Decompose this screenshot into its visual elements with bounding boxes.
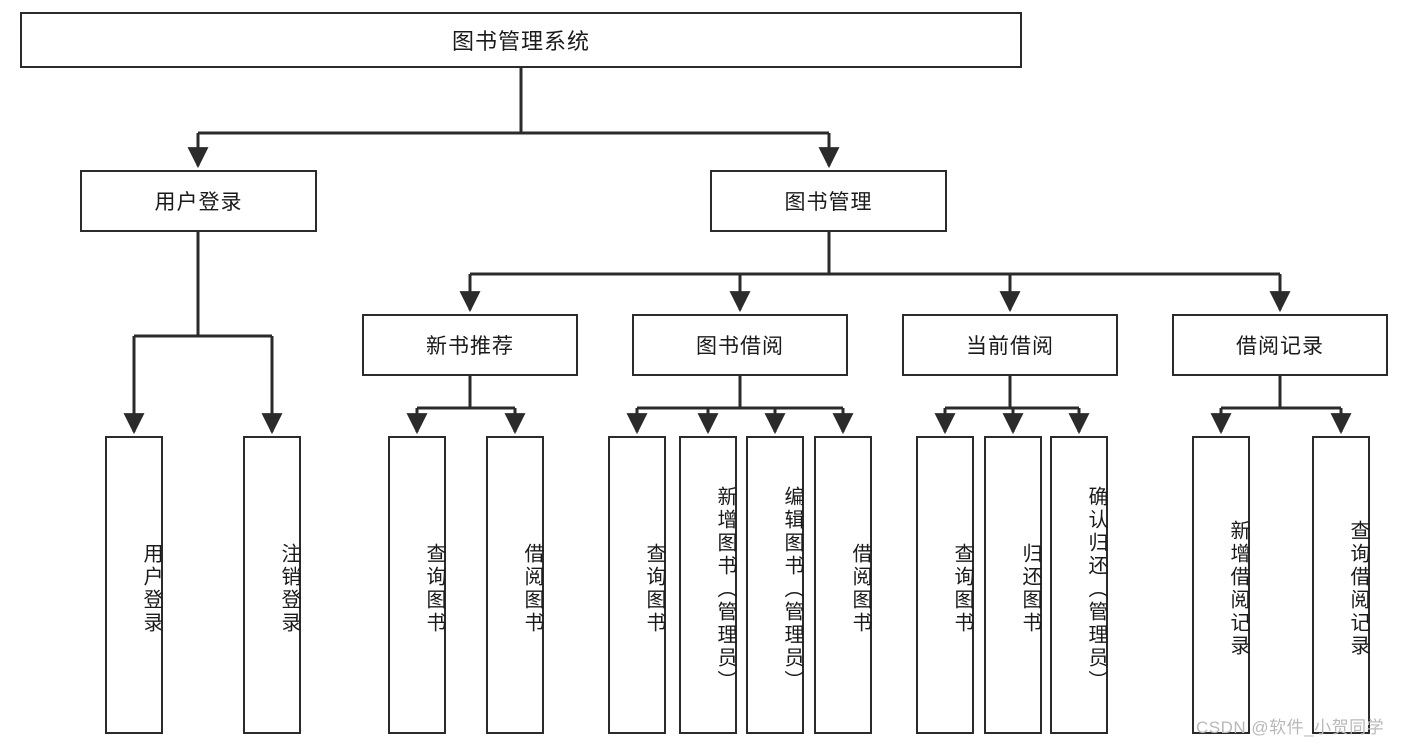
node-leaf-user-login-label: 用户登录: [140, 543, 162, 635]
node-new-book-recommend[interactable]: 新书推荐: [362, 314, 578, 376]
node-leaf-query-record-label: 查询借阅记录: [1347, 520, 1369, 658]
node-leaf-return-book[interactable]: 归还图书: [984, 436, 1042, 734]
node-leaf-add-record-label: 新增借阅记录: [1227, 520, 1249, 658]
node-leaf-add-record[interactable]: 新增借阅记录: [1192, 436, 1250, 734]
node-leaf-query-record[interactable]: 查询借阅记录: [1312, 436, 1370, 734]
node-borrow-record-label: 借阅记录: [1236, 335, 1324, 358]
node-new-book-recommend-label: 新书推荐: [426, 335, 514, 358]
node-user-login-label: 用户登录: [154, 191, 243, 214]
node-leaf-borrow-book-b-label: 借阅图书: [849, 543, 871, 635]
node-leaf-return-book-label: 归还图书: [1019, 543, 1041, 635]
node-leaf-query-book-b-label: 查询图书: [643, 543, 665, 635]
node-leaf-add-book-label: 新增图书（管理员）: [714, 485, 736, 693]
node-leaf-query-book-c[interactable]: 查询图书: [916, 436, 974, 734]
node-leaf-user-login[interactable]: 用户登录: [105, 436, 163, 734]
node-leaf-edit-book[interactable]: 编辑图书（管理员）: [746, 436, 804, 734]
node-leaf-query-book-a[interactable]: 查询图书: [388, 436, 446, 734]
node-leaf-borrow-book-b[interactable]: 借阅图书: [814, 436, 872, 734]
node-book-borrow[interactable]: 图书借阅: [632, 314, 848, 376]
node-current-borrow-label: 当前借阅: [966, 335, 1054, 358]
node-book-management[interactable]: 图书管理: [710, 170, 947, 232]
node-leaf-query-book-c-label: 查询图书: [951, 543, 973, 635]
node-leaf-add-book[interactable]: 新增图书（管理员）: [679, 436, 737, 734]
node-leaf-edit-book-label: 编辑图书（管理员）: [781, 485, 803, 693]
node-leaf-user-logout-label: 注销登录: [278, 543, 300, 635]
node-leaf-query-book-b[interactable]: 查询图书: [608, 436, 666, 734]
node-borrow-record[interactable]: 借阅记录: [1172, 314, 1388, 376]
node-leaf-query-book-a-label: 查询图书: [423, 543, 445, 635]
node-leaf-confirm-return-label: 确认归还（管理员）: [1085, 485, 1107, 693]
node-leaf-user-logout[interactable]: 注销登录: [243, 436, 301, 734]
watermark: CSDN @软件_小贺同学: [1196, 718, 1385, 737]
node-leaf-confirm-return[interactable]: 确认归还（管理员）: [1050, 436, 1108, 734]
node-book-borrow-label: 图书借阅: [696, 335, 784, 358]
node-book-management-label: 图书管理: [784, 191, 873, 214]
node-leaf-borrow-book-a[interactable]: 借阅图书: [486, 436, 544, 734]
node-current-borrow[interactable]: 当前借阅: [902, 314, 1118, 376]
node-leaf-borrow-book-a-label: 借阅图书: [521, 543, 543, 635]
node-root[interactable]: 图书管理系统: [20, 12, 1022, 68]
node-root-label: 图书管理系统: [451, 29, 590, 54]
node-user-login[interactable]: 用户登录: [80, 170, 317, 232]
